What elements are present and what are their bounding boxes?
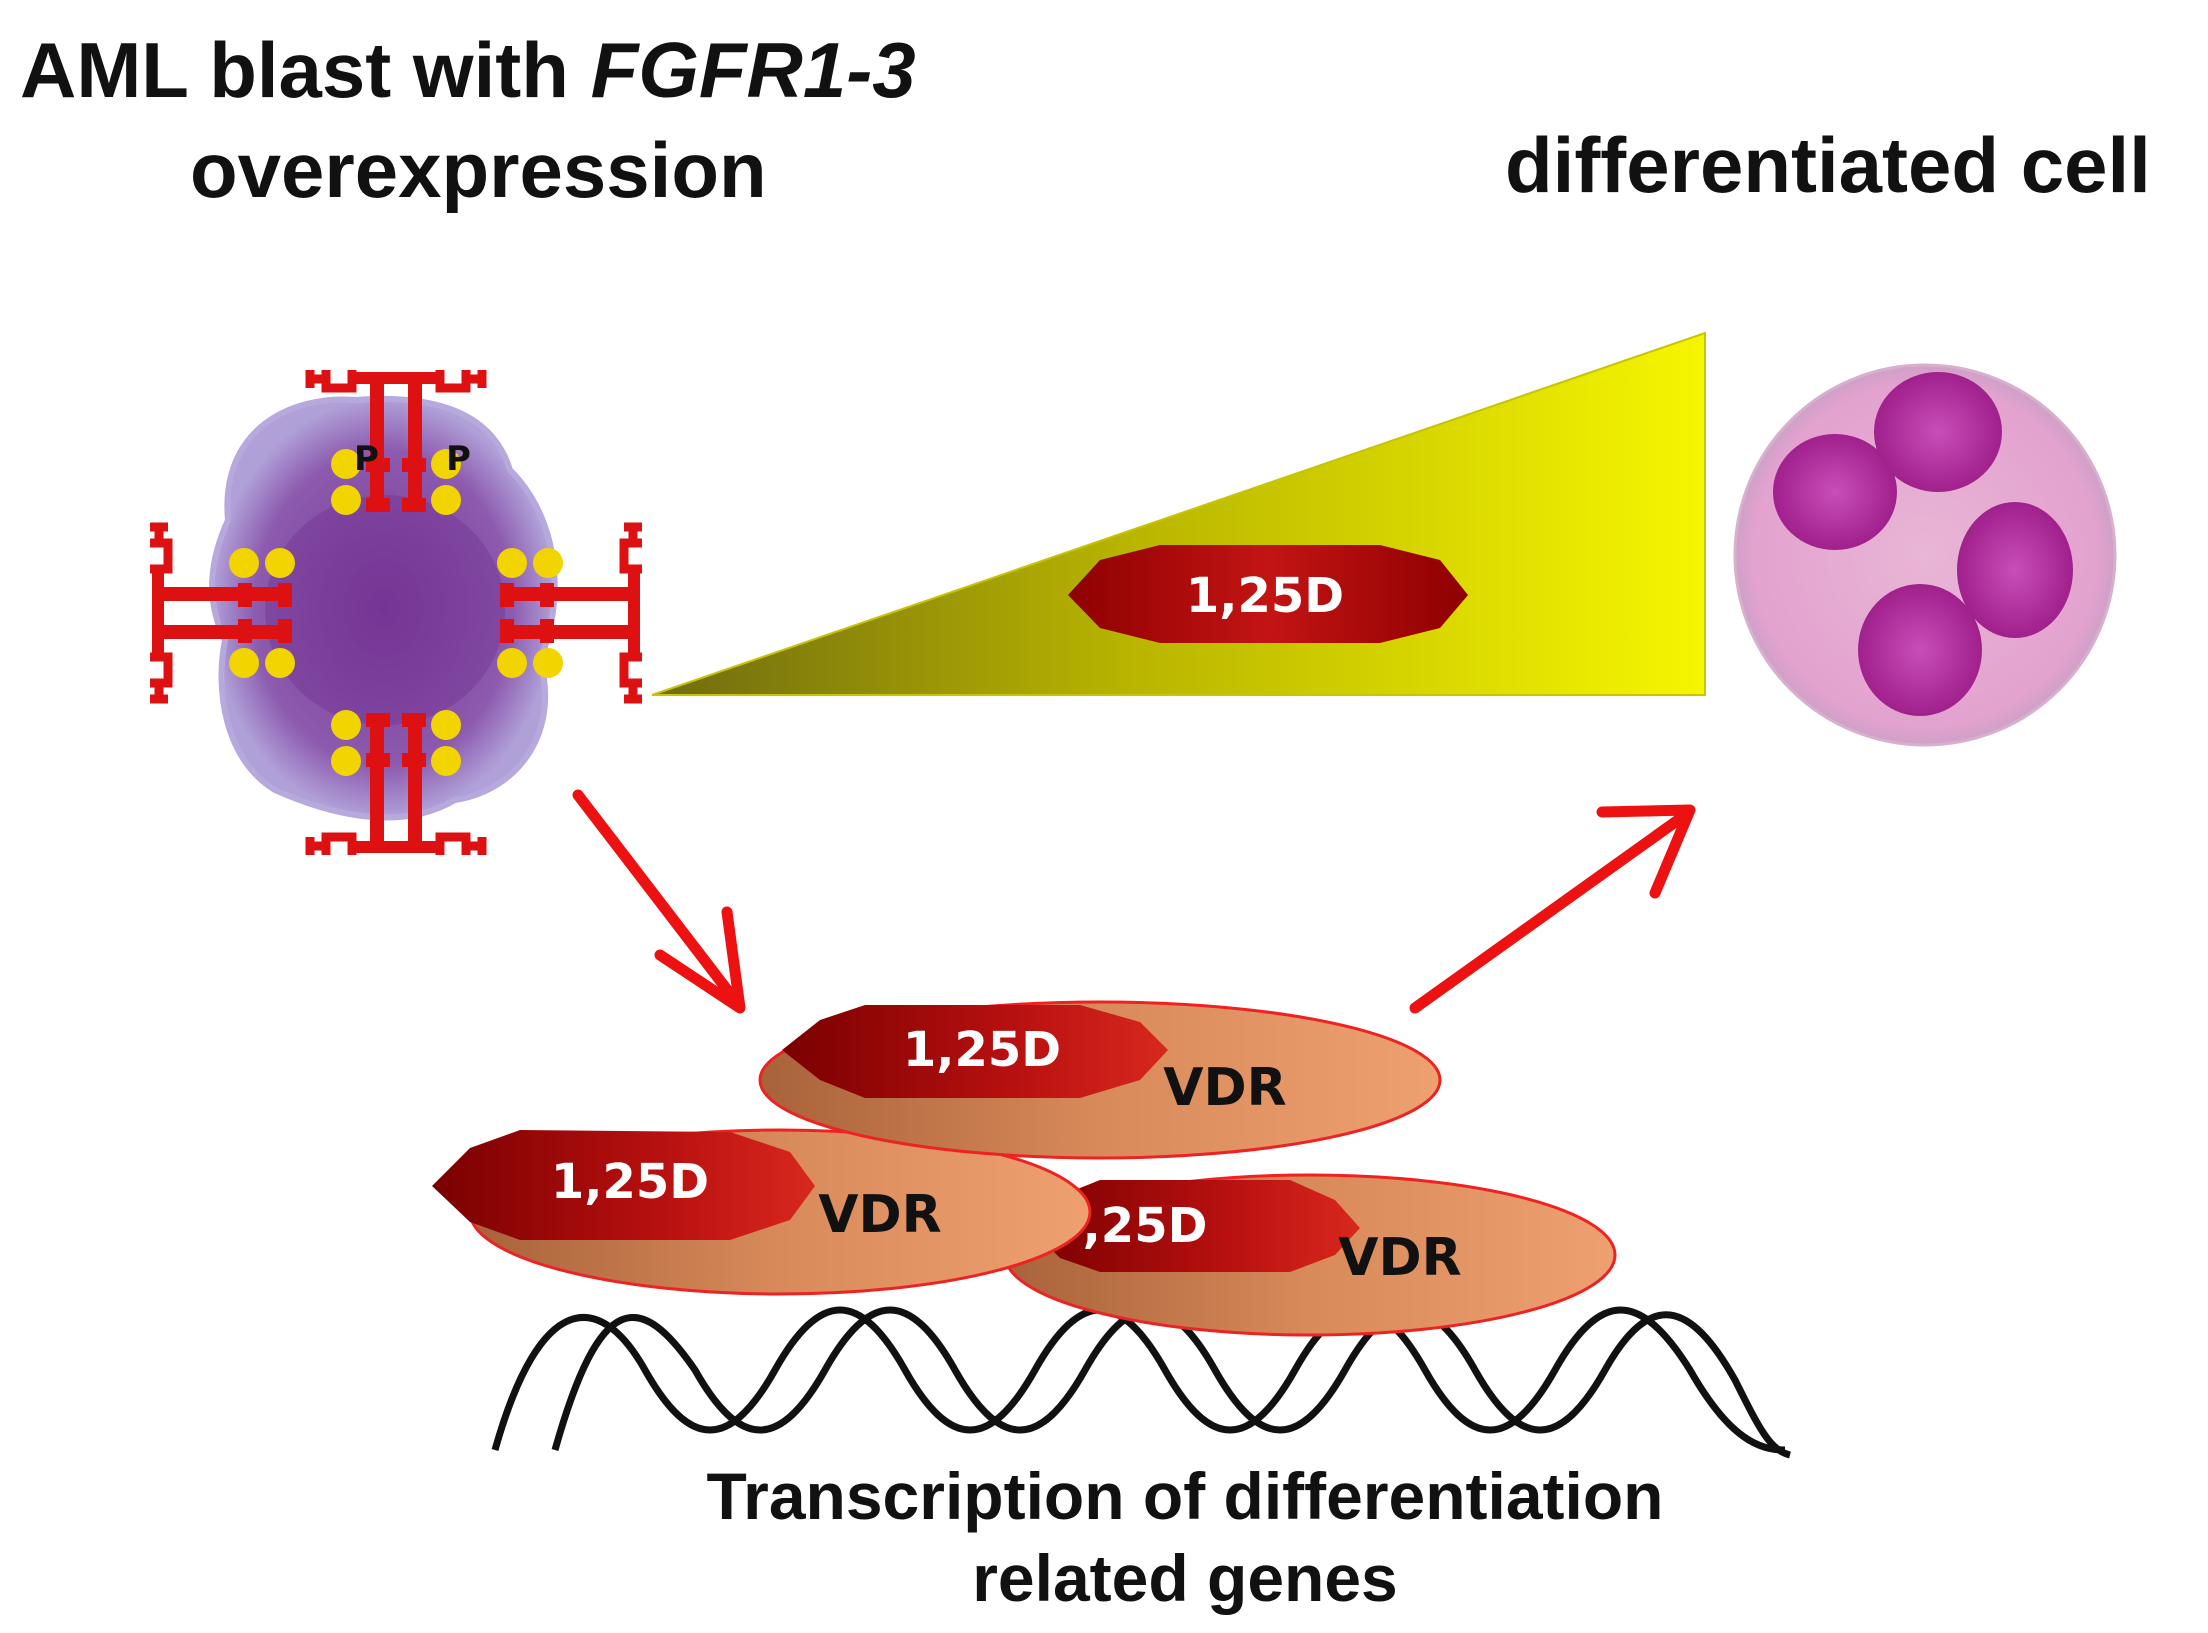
phospho-label: P [446, 439, 471, 479]
arrow-vdr-to-differentiated [1409, 804, 1696, 1014]
ligand-label: ,25D [1083, 1198, 1208, 1254]
blast-nucleus [265, 495, 505, 725]
vdr-label: VDR [1163, 1058, 1286, 1118]
nucleus-lobe [1957, 502, 2073, 638]
overexpression-label: overexpression [190, 126, 767, 214]
phospho-label: P [354, 439, 379, 479]
ligand-shape [1068, 545, 1468, 643]
transcription-caption: Transcription of differentiation related… [560, 1455, 1810, 1619]
aml-blast-cell: P P [150, 370, 642, 855]
arrow-blast-to-vdr [572, 789, 746, 1014]
vdr-label: VDR [1338, 1228, 1461, 1288]
ligand-label: 1,25D [903, 1022, 1061, 1078]
caption-line-2: related genes [972, 1541, 1398, 1615]
dna-strand [491, 1306, 1786, 1454]
ligand-shape [432, 1130, 815, 1240]
ligand-in-triangle: 1,25D [1068, 545, 1468, 643]
ligand-label: 1,25D [1186, 568, 1344, 624]
blast-cytoplasm [209, 395, 558, 821]
dna-strand [551, 1306, 1792, 1459]
caption-line-1: Transcription of differentiation [706, 1459, 1664, 1533]
nucleus-lobe [1874, 372, 2002, 492]
vdr-complex-top: 1,25D VDR [758, 1000, 1442, 1160]
fgfr-gene-label: FGFR1-3 [590, 26, 916, 114]
ligand-label: 1,25D [551, 1154, 709, 1210]
vdr-complex-right: ,25D VDR [1003, 1173, 1617, 1337]
vdr-label: VDR [818, 1185, 941, 1245]
dna-helix [491, 1306, 1792, 1459]
vdr-complex-left: 1,25D VDR [432, 1128, 1092, 1296]
nucleus-lobe [1858, 584, 1982, 716]
nucleus-lobe [1773, 434, 1897, 550]
differentiated-cell-title: differentiated cell [1505, 121, 2151, 209]
aml-blast-title: AML blast with FGFR1-3 overexpression [20, 20, 1020, 220]
differentiated-cell [1733, 363, 2117, 747]
ligand-shape [782, 1005, 1168, 1098]
aml-blast-title-prefix: AML blast with [20, 26, 591, 114]
ligand-shape [1030, 1180, 1360, 1272]
